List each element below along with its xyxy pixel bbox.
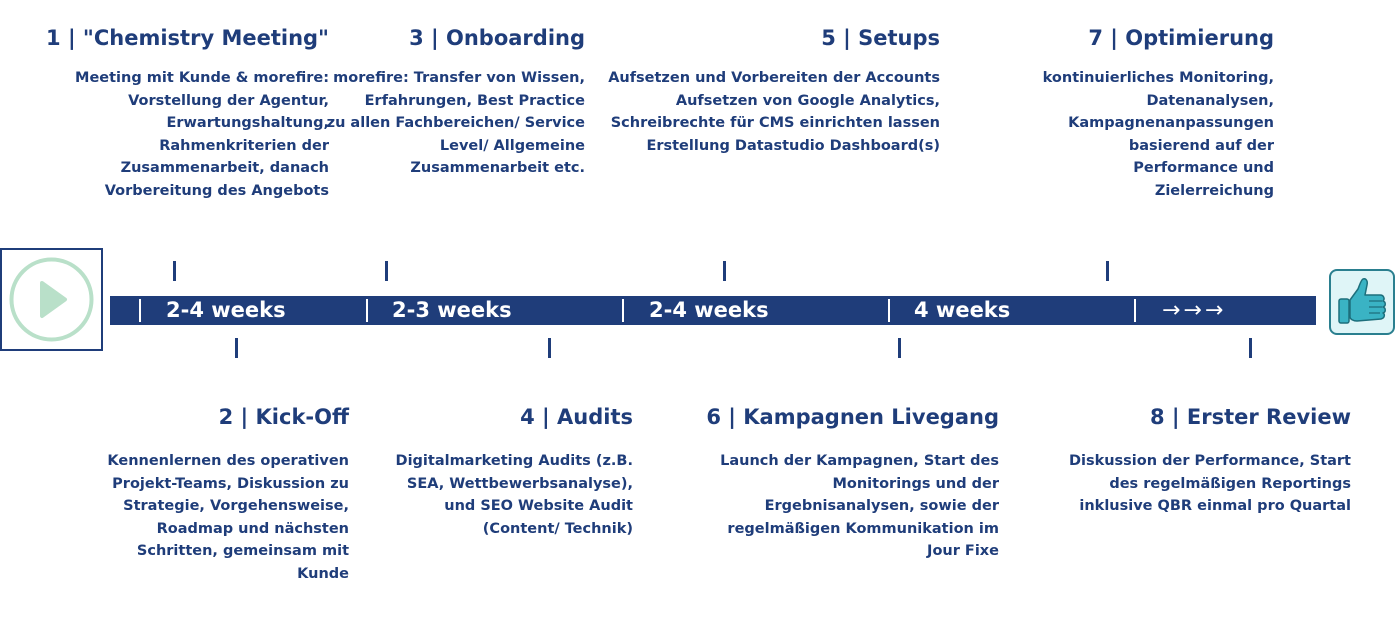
segment-separator bbox=[888, 299, 890, 322]
segment-3-label: 2-4 weeks bbox=[649, 298, 769, 322]
step-7: 7 | Optimierung kontinuierliches Monitor… bbox=[1043, 25, 1274, 202]
timeline-bar: 2-4 weeks 2-3 weeks 2-4 weeks 4 weeks →→… bbox=[110, 296, 1316, 325]
tick-step-8 bbox=[1249, 338, 1252, 358]
step-6: 6 | Kampagnen Livegang Launch der Kampag… bbox=[706, 404, 999, 563]
tick-step-3 bbox=[385, 261, 388, 281]
thumbs-up-badge bbox=[1329, 269, 1395, 335]
step-5-description: Aufsetzen und Vorbereiten der Accounts A… bbox=[608, 70, 940, 154]
tick-step-6 bbox=[898, 338, 901, 358]
step-5: 5 | Setups Aufsetzen und Vorbereiten der… bbox=[608, 25, 940, 157]
step-1-description: Meeting mit Kunde & morefire: Vorstellun… bbox=[75, 70, 329, 199]
step-8-title: 8 | Erster Review bbox=[1150, 405, 1351, 429]
step-7-description: kontinuierliches Monitoring, Datenanalys… bbox=[1042, 70, 1274, 199]
step-3-title: 3 | Onboarding bbox=[409, 26, 585, 50]
step-7-title: 7 | Optimierung bbox=[1088, 26, 1274, 50]
step-6-title: 6 | Kampagnen Livegang bbox=[706, 405, 999, 429]
segment-separator bbox=[366, 299, 368, 322]
tick-step-5 bbox=[723, 261, 726, 281]
continuation-arrows: →→→ bbox=[1162, 298, 1227, 323]
step-2-title: 2 | Kick-Off bbox=[218, 405, 349, 429]
segment-1-label: 2-4 weeks bbox=[166, 298, 286, 322]
step-6-description: Launch der Kampagnen, Start des Monitori… bbox=[720, 453, 999, 559]
step-3: 3 | Onboarding morefire: Transfer von Wi… bbox=[327, 25, 585, 180]
thumbs-up-icon bbox=[1338, 278, 1386, 324]
tick-step-1 bbox=[173, 261, 176, 281]
step-4-title: 4 | Audits bbox=[520, 405, 633, 429]
tick-step-2 bbox=[235, 338, 238, 358]
step-2: 2 | Kick-Off Kennenlernen des operativen… bbox=[107, 404, 349, 585]
segment-separator bbox=[139, 299, 141, 322]
play-icon bbox=[9, 257, 94, 342]
step-1-title: 1 | "Chemistry Meeting" bbox=[46, 26, 329, 50]
segment-separator bbox=[622, 299, 624, 322]
segment-2-label: 2-3 weeks bbox=[392, 298, 512, 322]
step-1: 1 | "Chemistry Meeting" Meeting mit Kund… bbox=[46, 25, 329, 202]
segment-4-label: 4 weeks bbox=[914, 298, 1011, 322]
step-4-description: Digitalmarketing Audits (z.B. SEA, Wettb… bbox=[395, 453, 633, 537]
step-3-description: morefire: Transfer von Wissen, Erfahrung… bbox=[326, 70, 585, 176]
step-4: 4 | Audits Digitalmarketing Audits (z.B.… bbox=[396, 404, 633, 540]
play-button[interactable] bbox=[0, 248, 103, 351]
step-5-title: 5 | Setups bbox=[821, 26, 940, 50]
step-8-description: Diskussion der Performance, Start des re… bbox=[1068, 453, 1351, 514]
step-2-description: Kennenlernen des operativen Projekt-Team… bbox=[107, 453, 349, 582]
tick-step-4 bbox=[548, 338, 551, 358]
tick-step-7 bbox=[1106, 261, 1109, 281]
step-8: 8 | Erster Review Diskussion der Perform… bbox=[1069, 404, 1351, 518]
segment-separator bbox=[1134, 299, 1136, 322]
